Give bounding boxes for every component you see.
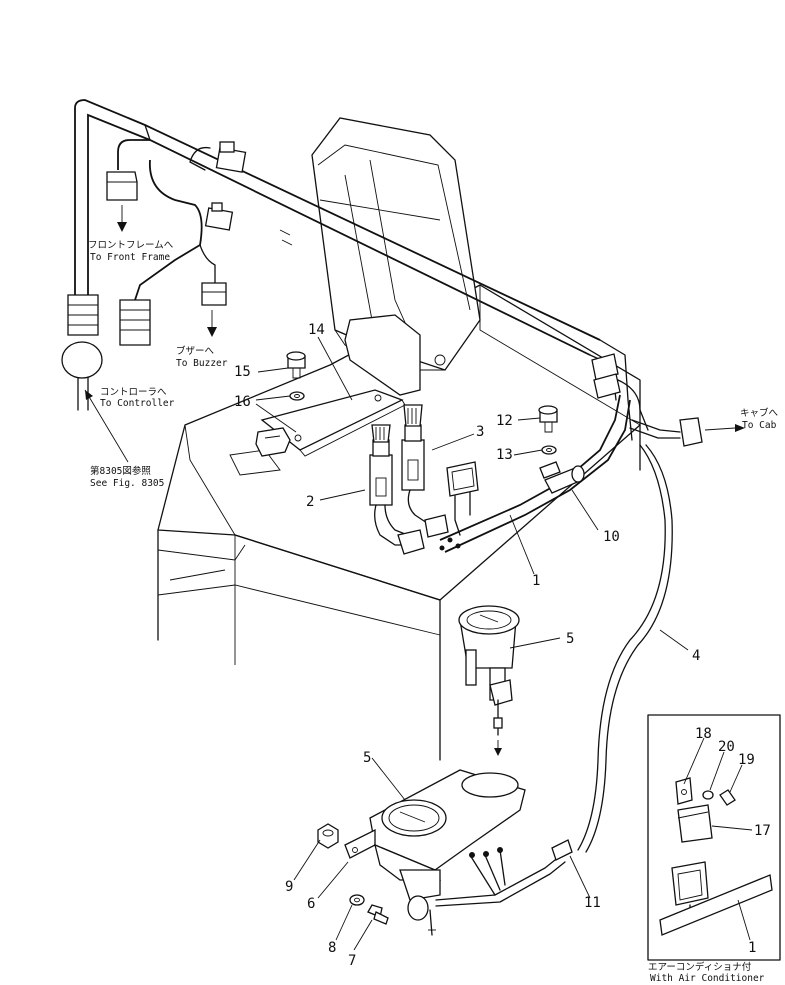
console-body <box>157 284 641 761</box>
part-number-10: 10 <box>603 529 620 545</box>
washer-8 <box>349 894 365 906</box>
rail-connector-top <box>189 141 247 173</box>
part-number-12: 12 <box>496 413 513 429</box>
part-number-14: 14 <box>308 322 325 338</box>
ac-inset <box>647 714 781 961</box>
part-number-9: 9 <box>285 879 293 895</box>
part-number-2: 2 <box>306 494 314 510</box>
see-fig-label-en: See Fig. 8305 <box>90 478 164 489</box>
switch-3 <box>401 404 431 526</box>
part-number-13: 13 <box>496 447 513 463</box>
part-numbers: 14 15 16 3 2 12 13 10 1 5 4 5 9 6 8 7 11… <box>234 322 771 969</box>
part-number-5-lower: 5 <box>363 750 371 766</box>
part-number-18: 18 <box>695 726 712 742</box>
cab-label-jp: キャブへ <box>740 407 779 419</box>
nut-9 <box>317 823 339 849</box>
part-number-5-upper: 5 <box>566 631 574 647</box>
cable-4 <box>577 444 673 853</box>
cab-connector <box>629 417 745 447</box>
washer-16 <box>289 391 305 401</box>
lower-harness <box>435 839 573 907</box>
callout-buzzer: ブザーへ To Buzzer <box>176 345 228 369</box>
part-number-8: 8 <box>328 940 336 956</box>
see-fig-label-jp: 第8305図参照 <box>90 465 151 477</box>
callout-see-fig: 第8305図参照 See Fig. 8305 <box>90 465 164 489</box>
part-number-7: 7 <box>348 953 356 969</box>
harness-1 <box>439 394 631 553</box>
buzzer-label-jp: ブザーへ <box>176 345 215 357</box>
clip-terminal <box>539 461 561 479</box>
controller-label-en: To Controller <box>100 398 175 409</box>
callout-cab: キャブへ To Cab <box>740 407 779 431</box>
part-number-19: 19 <box>738 752 755 768</box>
relay-socket <box>446 461 479 536</box>
part-number-20: 20 <box>718 739 735 755</box>
air-conditioner-label-en: With Air Conditioner <box>650 973 765 984</box>
part-number-4: 4 <box>692 648 700 664</box>
leader-lines <box>255 336 753 951</box>
gauge-5-upper <box>458 605 520 756</box>
part-number-15: 15 <box>234 364 251 380</box>
callout-front-frame: フロントフレームへ To Front Frame <box>88 240 174 263</box>
front-frame-connector <box>106 139 150 232</box>
buzzer-connector <box>134 159 227 337</box>
gauge-5-lower <box>381 799 447 936</box>
part-number-17: 17 <box>754 823 771 839</box>
console-connector-left <box>255 427 291 457</box>
air-conditioner-label-jp: エアーコンディショナ付 <box>648 961 752 973</box>
controller-label-jp: コントローラへ <box>100 387 167 398</box>
controller-connector <box>61 294 151 411</box>
front-frame-label-jp: フロントフレームへ <box>88 240 174 251</box>
part-number-6: 6 <box>307 896 315 912</box>
bolt-15 <box>286 351 306 379</box>
part-number-3: 3 <box>476 424 484 440</box>
see-fig-arrow <box>84 389 129 463</box>
part-number-11: 11 <box>584 895 601 911</box>
seat-back <box>311 117 481 396</box>
part-number-1-main: 1 <box>532 573 540 589</box>
callout-controller: コントローラへ To Controller <box>100 387 175 409</box>
switch-2 <box>369 424 421 546</box>
front-frame-label-en: To Front Frame <box>90 252 170 263</box>
cab-label-en: To Cab <box>742 420 777 431</box>
part-number-16: 16 <box>234 394 251 410</box>
part-number-1-inset: 1 <box>748 940 756 956</box>
callout-air-conditioner: エアーコンディショナ付 With Air Conditioner <box>648 961 765 984</box>
bolt-12 <box>538 405 558 433</box>
rail-connector-right <box>591 353 649 431</box>
washer-13 <box>541 445 557 455</box>
rail-connector-mid <box>204 202 234 231</box>
buzzer-label-en: To Buzzer <box>176 358 228 369</box>
bolt-7 <box>367 904 389 925</box>
